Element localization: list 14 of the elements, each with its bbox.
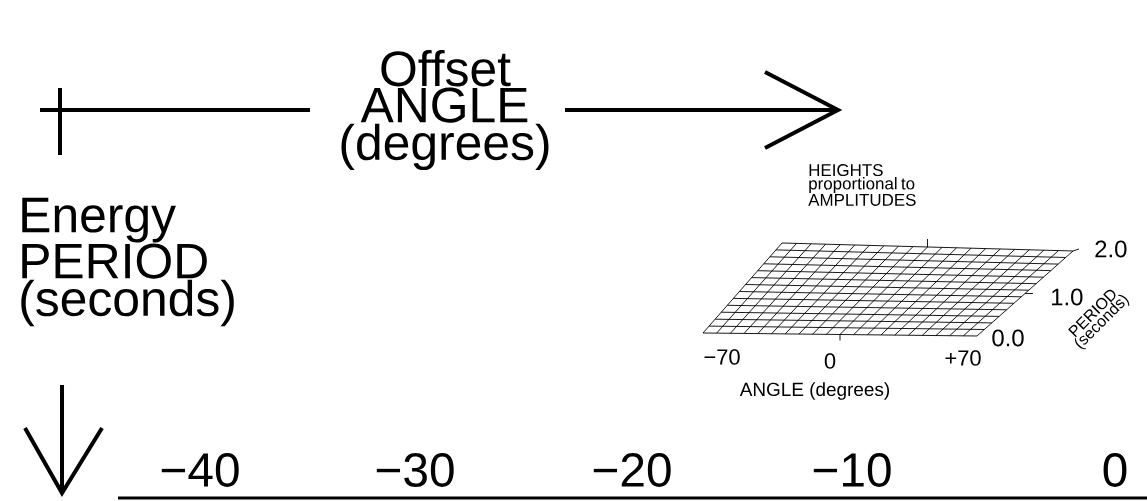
- axis-label: ANGLE (degrees): [739, 382, 889, 400]
- tick-label: 2.0: [1095, 240, 1127, 258]
- scale-number: −20: [593, 453, 671, 487]
- tick-label: −70: [704, 349, 740, 365]
- annotation-text: HEIGHTS proportional to AMPLITUDES: [808, 164, 916, 206]
- scale-number: −40: [161, 453, 239, 487]
- axis-title: Offset ANGLE (degrees): [341, 49, 549, 171]
- tick-label: 0: [824, 353, 836, 369]
- scale-number: −30: [376, 453, 454, 487]
- tick-label: +70: [945, 350, 981, 366]
- scale-number: −10: [813, 453, 891, 487]
- scale-number: 0: [1103, 453, 1127, 487]
- axis-title: Energy PERIOD (seconds): [21, 197, 234, 327]
- tick-label: 0.0: [992, 329, 1024, 347]
